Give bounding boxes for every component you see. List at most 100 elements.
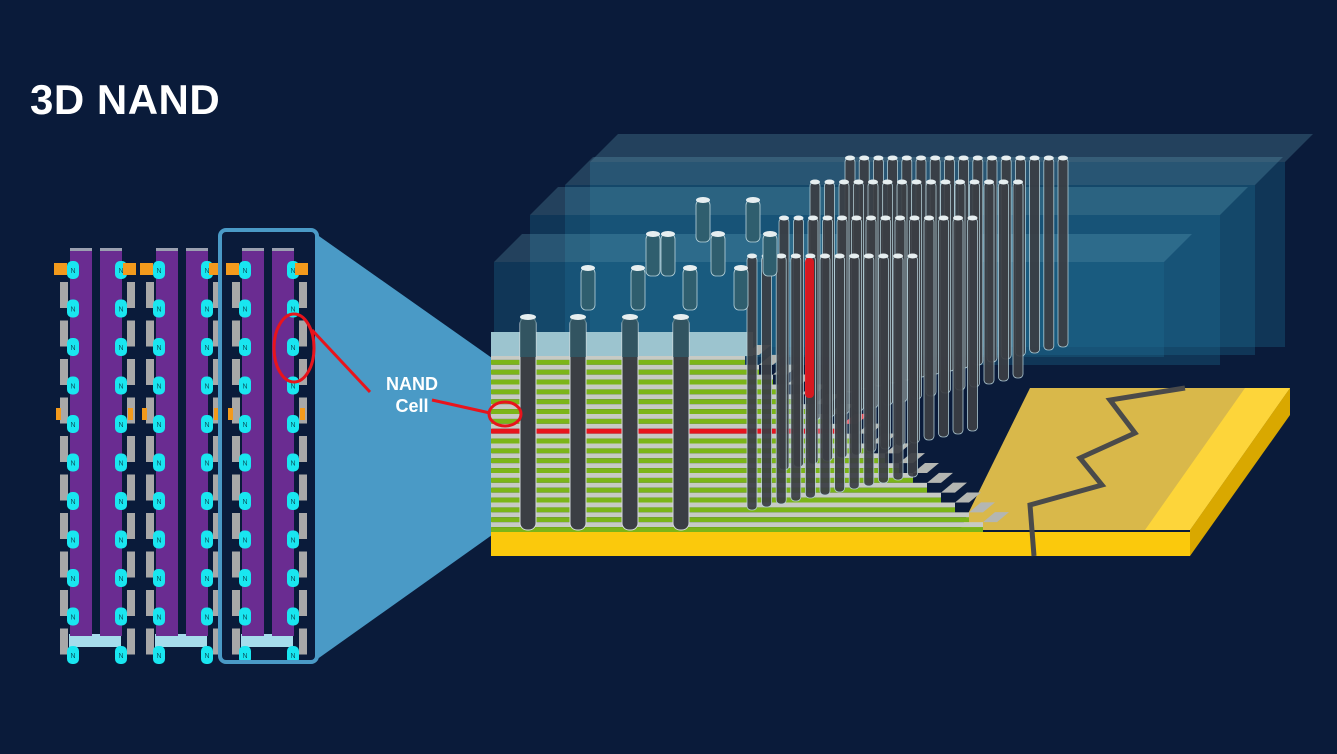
transistor bbox=[146, 397, 154, 424]
transistor bbox=[232, 359, 240, 385]
channel-pillar bbox=[682, 267, 698, 311]
pillar-cap bbox=[1001, 155, 1012, 161]
cell-marker: N bbox=[242, 422, 247, 429]
nand-cell bbox=[239, 646, 251, 664]
pillar-cap bbox=[972, 155, 983, 161]
transistor bbox=[127, 282, 135, 308]
layer-wordline bbox=[491, 527, 983, 532]
cell-marker: N bbox=[70, 653, 75, 660]
cell-marker: N bbox=[204, 268, 209, 275]
channel-pillar bbox=[967, 217, 978, 432]
layer-step bbox=[955, 492, 981, 503]
nand-cell bbox=[153, 261, 165, 279]
pillar-cap bbox=[839, 179, 849, 185]
pillar-cap bbox=[824, 179, 835, 185]
cell-marker: N bbox=[204, 307, 209, 314]
nand-cell bbox=[67, 299, 79, 318]
pillar-cap bbox=[520, 314, 536, 320]
cell-marker: N bbox=[118, 268, 123, 275]
nand-cell bbox=[201, 569, 213, 587]
transistor bbox=[146, 474, 154, 501]
pillar-cap bbox=[790, 253, 801, 259]
cell-marker: N bbox=[156, 653, 161, 660]
nand-cell bbox=[201, 376, 213, 395]
pillar-cap bbox=[810, 179, 820, 185]
cell-marker: N bbox=[242, 307, 247, 314]
pillar-cap bbox=[837, 215, 847, 221]
nand-cell bbox=[201, 492, 213, 510]
cell-marker: N bbox=[290, 499, 295, 506]
layer-oxide bbox=[491, 502, 955, 508]
pillar-cap bbox=[845, 155, 855, 161]
nand-cell bbox=[115, 492, 127, 510]
cell-marker: N bbox=[290, 538, 295, 545]
pillar-cap bbox=[851, 215, 862, 221]
contact-pad bbox=[128, 408, 133, 420]
transistor bbox=[127, 474, 135, 501]
pillar-cap bbox=[683, 265, 697, 271]
pillar-cap bbox=[909, 215, 920, 221]
transistor bbox=[232, 551, 240, 578]
nand-cell bbox=[67, 376, 79, 395]
transistor bbox=[232, 282, 240, 308]
3d-stack-view bbox=[491, 134, 1313, 557]
string-base bbox=[241, 634, 293, 647]
nand-cell bbox=[287, 492, 299, 510]
layer-oxide bbox=[491, 463, 899, 469]
cell-marker: N bbox=[204, 538, 209, 545]
contact-pad bbox=[226, 263, 239, 275]
cell-marker: N bbox=[118, 499, 123, 506]
transistor bbox=[146, 551, 154, 578]
pillar-cap bbox=[955, 179, 965, 185]
pillar-cap bbox=[776, 253, 787, 259]
cell-marker: N bbox=[156, 268, 161, 275]
nand-cell bbox=[153, 376, 165, 395]
transistor bbox=[60, 513, 68, 539]
nand-cell bbox=[115, 299, 127, 318]
contact-pad bbox=[56, 408, 61, 420]
layer-oxide bbox=[491, 522, 983, 528]
callout-line-planar bbox=[310, 328, 372, 394]
cell-marker: N bbox=[242, 538, 247, 545]
nand-cell bbox=[287, 338, 299, 356]
nand-cell bbox=[115, 415, 127, 433]
nand-cell bbox=[201, 338, 213, 356]
cell-marker: N bbox=[70, 268, 75, 275]
page-title: 3D NAND bbox=[30, 76, 221, 123]
transistor bbox=[127, 359, 135, 385]
transistor bbox=[213, 436, 221, 462]
string-cap bbox=[186, 248, 208, 251]
cell-marker: N bbox=[118, 538, 123, 545]
pillar-cap bbox=[581, 265, 595, 271]
pillar-cap bbox=[822, 215, 833, 221]
layer-oxide bbox=[491, 355, 745, 360]
channel-pillar bbox=[952, 217, 964, 435]
nand-cell bbox=[67, 569, 79, 587]
substrate-front bbox=[491, 532, 1190, 556]
layer-oxide bbox=[491, 423, 843, 429]
cell-marker: N bbox=[242, 576, 247, 583]
contact-pad bbox=[54, 263, 67, 275]
cell-marker: N bbox=[70, 499, 75, 506]
layer-oxide bbox=[491, 394, 801, 400]
string-cap bbox=[242, 248, 264, 251]
pillar-cap bbox=[696, 197, 710, 203]
nand-cell bbox=[201, 299, 213, 318]
cell-marker: N bbox=[156, 538, 161, 545]
cell-marker: N bbox=[204, 384, 209, 391]
transistor bbox=[60, 320, 68, 347]
cell-marker: N bbox=[156, 307, 161, 314]
channel-pillar bbox=[580, 267, 596, 311]
cell-marker: N bbox=[242, 615, 247, 622]
layer-wordline bbox=[491, 359, 745, 365]
cell-marker: N bbox=[242, 461, 247, 468]
nand-cell bbox=[287, 415, 299, 433]
contact-pad bbox=[295, 263, 308, 275]
transistor bbox=[60, 590, 68, 616]
transistor bbox=[146, 320, 154, 347]
nand-cell bbox=[153, 338, 165, 356]
transistor bbox=[232, 513, 240, 539]
channel-pillar bbox=[834, 255, 845, 493]
nand-cell bbox=[115, 338, 127, 356]
channel-pillar bbox=[761, 255, 772, 508]
